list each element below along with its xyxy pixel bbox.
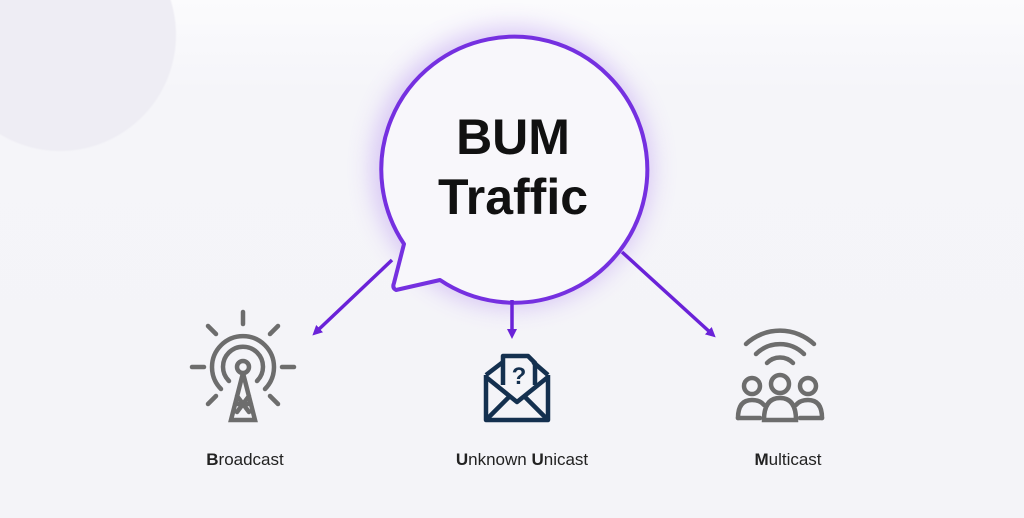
- label-initial: U: [455, 450, 469, 469]
- label-rest: ulticast: [768, 450, 822, 469]
- label-unknown-unicast: Unknown Unicast: [432, 450, 612, 470]
- label-rest: roadcast: [218, 450, 284, 469]
- label-broadcast: Broadcast: [190, 450, 300, 470]
- title-line-2: Traffic: [437, 169, 589, 225]
- envelope-question-icon: ?: [483, 353, 551, 423]
- label-initial: B: [206, 450, 219, 469]
- label-initial: M: [754, 450, 769, 469]
- label-rest: nicast: [543, 450, 589, 469]
- arrow-multicast: [620, 250, 716, 338]
- svg-text:?: ?: [512, 363, 527, 390]
- label-multicast: Multicast: [738, 450, 838, 470]
- title-line-1: BUM: [456, 109, 570, 165]
- broadcast-tower-icon: [189, 309, 297, 423]
- speech-bubble: [379, 34, 650, 305]
- label-rest: nknown: [468, 450, 532, 469]
- label-initial: U: [531, 450, 544, 469]
- arrow-broadcast: [312, 258, 394, 336]
- group-wifi-icon: [735, 328, 825, 423]
